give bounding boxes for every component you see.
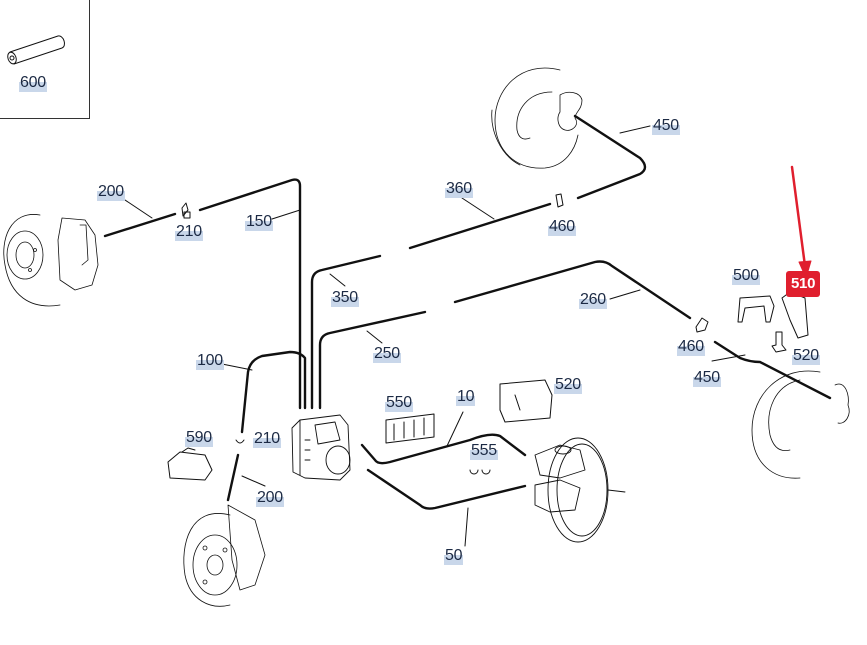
clip-460-upper	[555, 193, 564, 208]
callout-360[interactable]: 360	[445, 180, 473, 198]
bracket-590	[167, 447, 213, 481]
callout-550[interactable]: 550	[385, 394, 413, 412]
callout-100[interactable]: 100	[196, 352, 224, 370]
brake-caliper-left-upper	[3, 214, 99, 307]
line-50	[366, 468, 527, 510]
line-360	[408, 202, 552, 250]
callout-450[interactable]: 450	[693, 369, 721, 387]
sleeve-part-600[interactable]	[6, 35, 65, 65]
line-450-lower	[713, 340, 832, 400]
brake-lines	[103, 114, 832, 510]
brake-disc-rear-right	[751, 370, 850, 479]
line-450-upper	[573, 114, 647, 200]
bracket-510	[781, 291, 809, 339]
clip-210-upper	[181, 202, 191, 219]
brake-disc-top-right	[491, 67, 583, 169]
brake-caliper-left-lower	[183, 504, 266, 607]
clip-555	[469, 469, 491, 475]
clip-460-lower	[695, 317, 709, 333]
callout-460[interactable]: 460	[677, 338, 705, 356]
callout-200[interactable]: 200	[256, 489, 284, 507]
callout-520[interactable]: 520	[554, 376, 582, 394]
callout-10[interactable]: 10	[456, 388, 476, 406]
brake-booster[interactable]	[534, 437, 626, 543]
callout-590[interactable]: 590	[185, 429, 213, 447]
callout-210[interactable]: 210	[175, 223, 203, 241]
callout-210[interactable]: 210	[253, 430, 281, 448]
callout-50[interactable]: 50	[444, 547, 464, 565]
inset-frame	[0, 0, 90, 119]
callout-510-selected[interactable]: 510	[786, 271, 821, 297]
line-250	[318, 310, 427, 410]
callout-450[interactable]: 450	[652, 117, 680, 135]
small-parts	[167, 193, 809, 481]
callout-200[interactable]: 200	[97, 183, 125, 201]
bolt-520	[771, 331, 787, 353]
callout-555[interactable]: 555	[470, 442, 498, 460]
callout-350[interactable]: 350	[331, 289, 359, 307]
line-100	[240, 350, 307, 434]
line-150	[198, 178, 302, 410]
callout-520[interactable]: 520	[792, 347, 820, 365]
callout-150[interactable]: 150	[245, 213, 273, 231]
callout-260[interactable]: 260	[579, 291, 607, 309]
line-350	[310, 254, 382, 410]
abs-hydraulic-unit[interactable]	[291, 414, 351, 481]
callout-500[interactable]: 500	[732, 267, 760, 285]
line-260	[453, 260, 692, 320]
highlight-arrow	[790, 165, 812, 279]
line-10	[360, 433, 527, 465]
line-200-lower	[226, 453, 240, 502]
bracket-520-center	[499, 379, 553, 423]
callout-600[interactable]: 600	[19, 74, 47, 92]
callout-460[interactable]: 460	[548, 218, 576, 236]
clip-210-lower	[235, 439, 245, 444]
clamp-550	[385, 413, 435, 444]
line-200-upper	[103, 212, 177, 238]
callout-250[interactable]: 250	[373, 345, 401, 363]
bracket-500	[737, 295, 775, 323]
